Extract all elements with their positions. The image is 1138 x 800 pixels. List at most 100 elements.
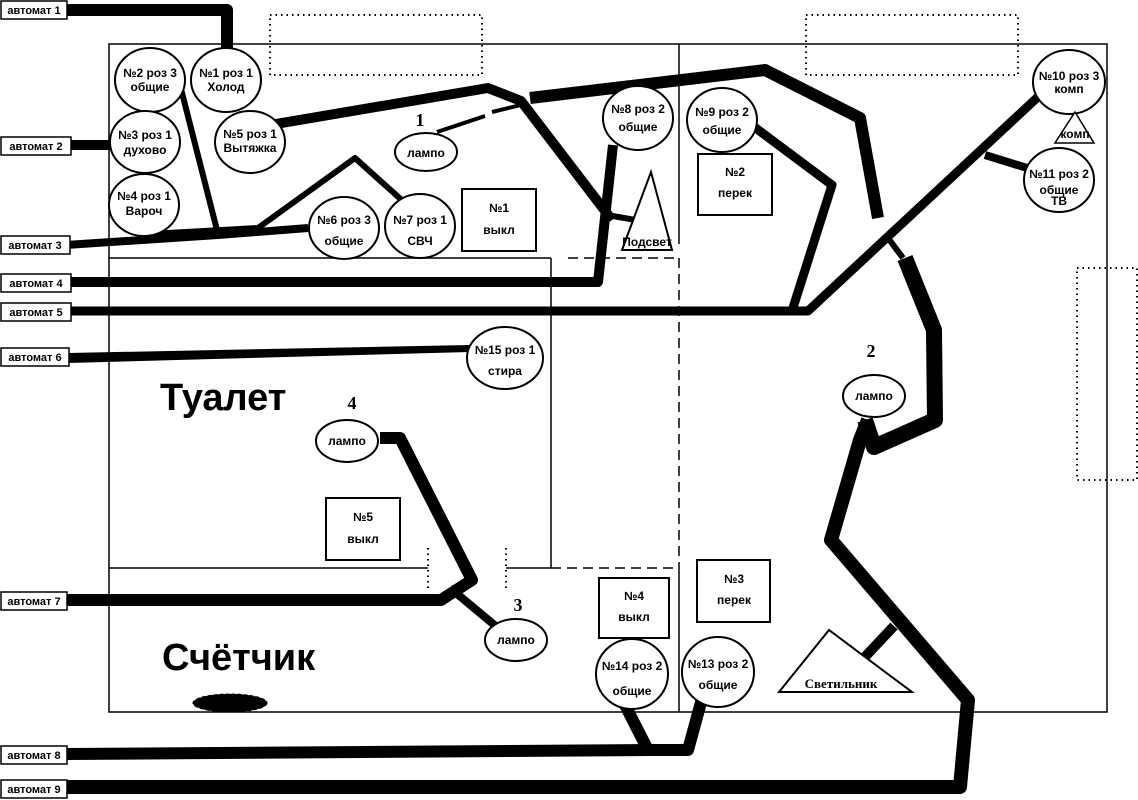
socket-3-line1: №3 роз 1	[118, 128, 172, 142]
breaker-8: автомат 8	[0, 745, 68, 765]
breaker-1: автомат 1	[0, 0, 68, 20]
wire-3b	[149, 155, 408, 237]
socket-10: №10 роз 3 комп	[1032, 49, 1106, 115]
socket-3-line2: духово	[124, 143, 167, 157]
breaker-1-label: автомат 1	[7, 5, 60, 17]
window-top-right	[805, 14, 1019, 76]
socket-9-line2: общие	[703, 123, 742, 137]
lamp-4: лампо	[315, 419, 379, 463]
wire-3	[65, 224, 309, 249]
breaker-9-label: автомат 9	[7, 784, 60, 796]
socket-10-line2: комп	[1054, 82, 1083, 96]
socket-14-line1: №14 роз 2	[602, 659, 663, 673]
socket-5-line1: №5 роз 1	[223, 127, 277, 141]
socket-3: №3 роз 1 духово	[109, 110, 181, 174]
lamp-1-label: лампо	[407, 146, 445, 160]
switch-4-line2: выкл	[618, 610, 649, 624]
switch-4: №4 выкл	[598, 577, 670, 639]
wire-3d	[257, 83, 616, 224]
switch-3-line2: перек	[717, 593, 752, 607]
switches: №1 выкл №2 перек №3 перек №4 выкл №5 вык…	[325, 153, 773, 639]
socket-9: №9 роз 2 общие	[686, 87, 758, 153]
wire-5e	[885, 236, 906, 260]
socket-13-line2: общие	[699, 678, 738, 692]
switch-5: №5 выкл	[325, 497, 401, 561]
socket-2: №2 роз 3 общие	[114, 47, 186, 113]
lamps: лампо лампо лампо лампо	[315, 132, 906, 662]
outer-wall	[108, 43, 1108, 713]
switch-3: №3 перек	[696, 559, 771, 623]
wire-5d	[529, 64, 884, 220]
socket-15-line2: стира	[488, 364, 522, 378]
switch-4-line1: №4	[624, 589, 644, 603]
sockets: №1 роз 1 Холод №2 роз 3 общие №3 роз 1 д…	[108, 47, 1106, 710]
breaker-4-label: автомат 4	[9, 278, 63, 290]
socket-4-line1: №4 роз 1	[117, 189, 171, 203]
breaker-5-label: автомат 5	[9, 307, 62, 319]
wire-3e	[436, 114, 486, 134]
wire-9	[66, 417, 975, 794]
room-toilet-label: Туалет	[160, 377, 286, 419]
switch-1-line2: выкл	[483, 223, 514, 237]
lamp-4-label: лампо	[328, 434, 366, 448]
switch-2: №2 перек	[697, 153, 773, 216]
socket-1: №1 роз 1 Холод	[190, 47, 262, 113]
breaker-4: автомат 4	[0, 273, 72, 293]
lamp-number-4: 4	[348, 393, 357, 413]
socket-6: №6 роз 3 общие	[308, 196, 380, 260]
wire-7b	[447, 584, 501, 632]
wire-4	[70, 144, 618, 287]
wire-5b	[742, 116, 837, 313]
socket-6-line1: №6 роз 3	[317, 213, 371, 227]
socket-10-line1: №10 роз 3	[1039, 69, 1100, 83]
breaker-3: автомат 3	[0, 235, 71, 255]
wire-8b	[648, 693, 709, 756]
socket-8-line2: общие	[619, 120, 658, 134]
wire-5	[70, 91, 1044, 316]
socket-11-line1: №11 роз 2	[1029, 167, 1089, 181]
socket-11-line2: общие	[1040, 183, 1079, 197]
breaker-7: автомат 7	[0, 591, 68, 611]
switch-1-line1: №1	[489, 201, 509, 215]
wire-5f	[857, 255, 943, 455]
comp-label: комп	[1060, 127, 1089, 141]
wire-7	[66, 432, 478, 606]
lamp-3-label: лампо	[497, 633, 535, 647]
socket-14-line2: общие	[613, 684, 652, 698]
socket-8: №8 роз 2 общие	[602, 85, 674, 151]
socket-5-line2: Вытяжка	[224, 141, 277, 155]
wire-3c	[177, 84, 221, 235]
wiring	[64, 4, 1044, 794]
breaker-9: автомат 9	[0, 779, 68, 799]
lamp-2: лампо	[842, 374, 906, 418]
socket-7: №7 роз 1 СВЧ	[384, 193, 456, 259]
wire-1	[64, 4, 233, 50]
luminaire-fixture: Светильник	[776, 628, 916, 693]
socket-1-line1: №1 роз 1	[199, 66, 253, 80]
socket-6-line2: общие	[325, 234, 364, 248]
socket-13-line1: №13 роз 2	[688, 657, 749, 671]
backlight-label: Подсвет	[622, 235, 672, 249]
socket-4: №4 роз 1 Вароч	[108, 173, 180, 237]
socket-14: №14 роз 2 общие	[595, 638, 669, 710]
luminaire-label: Светильник	[805, 676, 878, 691]
lamp-number-3: 3	[514, 595, 523, 615]
lamp-2-label: лампо	[855, 389, 893, 403]
breaker-2-label: автомат 2	[9, 141, 62, 153]
switch-2-line1: №2	[725, 165, 745, 179]
comp-fixture: комп	[1053, 110, 1096, 144]
switch-5-line1: №5	[353, 510, 373, 524]
socket-13: №13 роз 2 общие	[681, 636, 755, 708]
socket-11: №11 роз 2 общие ТВ	[1023, 147, 1095, 213]
lamp-3: лампо	[484, 618, 548, 662]
breaker-5: автомат 5	[0, 302, 72, 322]
breaker-7-label: автомат 7	[7, 596, 60, 608]
socket-2-line1: №2 роз 3	[123, 66, 177, 80]
window-top-left	[269, 14, 483, 76]
wire-6	[68, 345, 470, 363]
lamp-1: лампо	[394, 132, 458, 172]
breaker-6-label: автомат 6	[8, 352, 61, 364]
socket-7-line1: №7 роз 1	[393, 213, 447, 227]
socket-5: №5 роз 1 Вытяжка	[214, 110, 286, 174]
